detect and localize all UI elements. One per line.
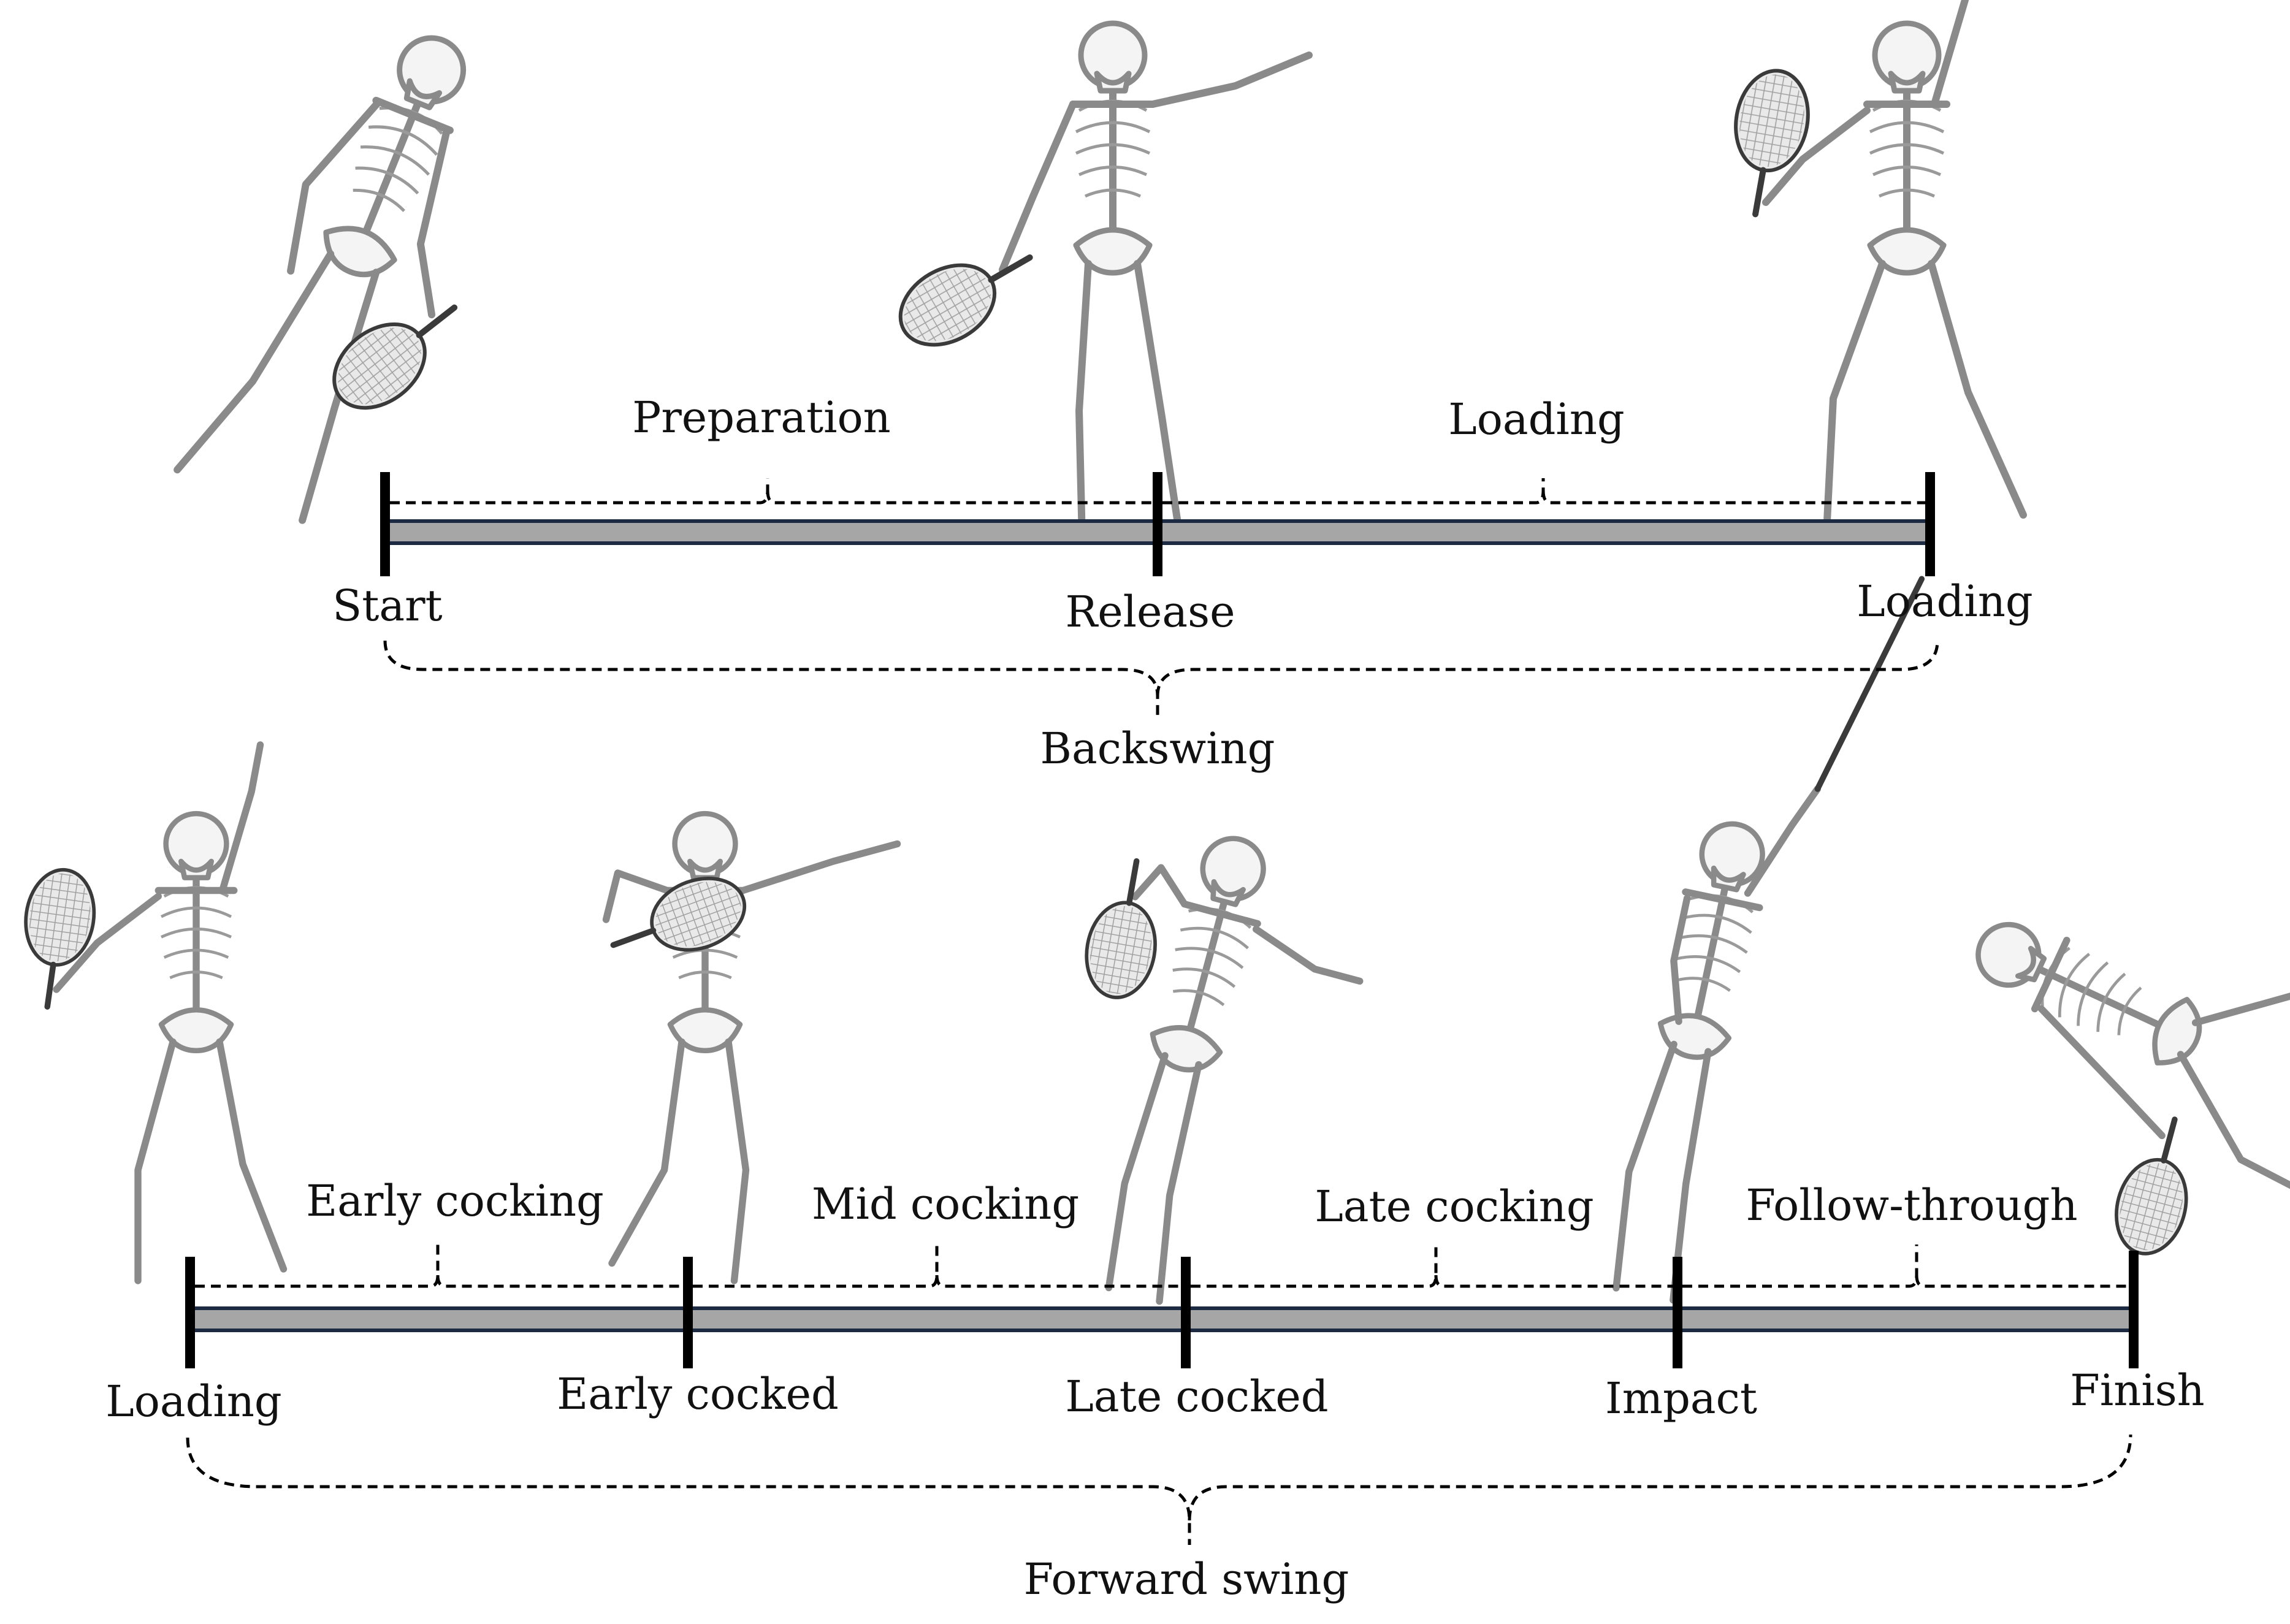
phase-bracket-mid-cocking	[693, 1245, 1181, 1288]
group-label-backswing: Backswing	[1040, 723, 1275, 774]
event-label-late-cocked: Late cocked	[1065, 1371, 1328, 1422]
phase-label-late-cocking: Late cocking	[1315, 1181, 1593, 1232]
phase-label-loading: Loading	[1448, 394, 1624, 444]
skeleton-finish-pose-icon	[1888, 900, 2290, 1340]
skeleton-loading-pose-icon	[14, 741, 288, 1284]
skeleton-release-pose-icon	[886, 23, 1313, 543]
event-label-release: Release	[1065, 587, 1235, 637]
event-label-start: Start	[332, 581, 442, 631]
skeleton-start-pose-icon	[174, 8, 574, 524]
phase-bracket-preparation	[390, 478, 1153, 505]
phase-label-early-cocking: Early cocking	[306, 1176, 604, 1226]
event-label-early-cocked: Early cocked	[557, 1369, 839, 1419]
skeleton-impact-pose-icon	[1613, 576, 1925, 1304]
phase-bracket-early-cocking	[195, 1245, 683, 1288]
forward-swing-bar	[190, 1308, 2134, 1330]
skeleton-late-cocked-pose-icon	[996, 806, 1364, 1305]
skeleton-loading-pose-icon	[1720, 0, 2027, 525]
group-bracket-forward-swing	[186, 1434, 2132, 1545]
event-label-finish: Finish	[2070, 1365, 2204, 1416]
group-bracket-backswing	[383, 640, 1939, 716]
phase-bracket-loading	[1162, 478, 1925, 505]
phase-label-follow-through: Follow-through	[1746, 1180, 2077, 1230]
skeleton-early-cocked-pose-icon	[601, 814, 901, 1284]
event-label-impact: Impact	[1605, 1373, 1757, 1424]
event-label-loading: Loading	[1857, 576, 2032, 627]
group-label-forward-swing: Forward swing	[1024, 1554, 1349, 1604]
event-label-loading: Loading	[105, 1376, 281, 1427]
phase-bracket-follow-through	[1682, 1245, 2129, 1288]
backswing-timeline: Preparation Loading Start Release Loadin…	[332, 392, 2032, 774]
phase-label-preparation: Preparation	[632, 392, 890, 443]
forward-swing-timeline: Early cocking Mid cocking Late cocking F…	[105, 1176, 2204, 1604]
phase-bracket-late-cocking	[1191, 1245, 1673, 1288]
phase-label-mid-cocking: Mid cocking	[812, 1179, 1079, 1229]
